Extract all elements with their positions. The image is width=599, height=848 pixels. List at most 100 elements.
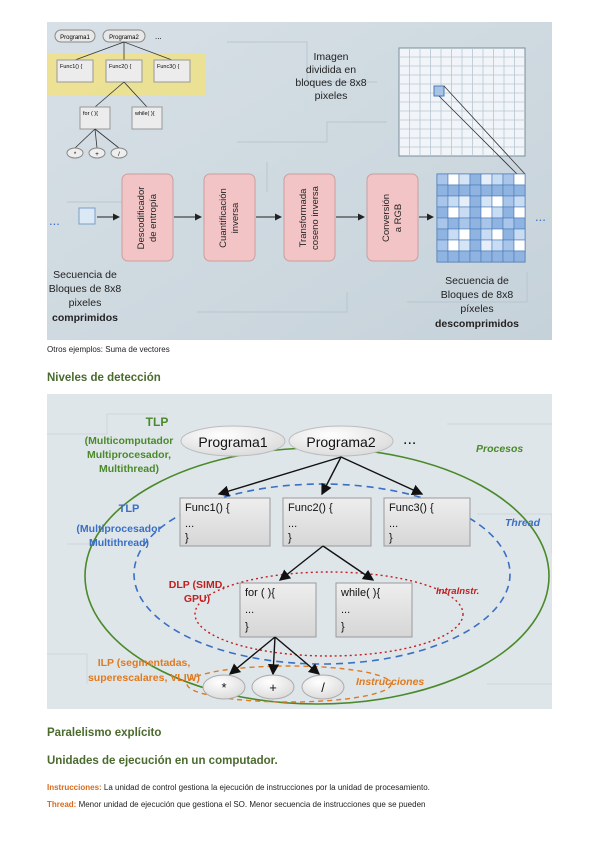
small-prog1: Programa1 — [60, 35, 90, 41]
stage2-line1: Cuantificación — [218, 188, 229, 248]
op2-label: + — [269, 680, 277, 695]
func2-label: Func2() { — [288, 502, 333, 514]
func1-label: Func1() { — [185, 502, 230, 514]
op3-label: / — [321, 680, 325, 695]
func3-label: Func3() { — [389, 502, 434, 514]
instrucciones-ellipse — [186, 665, 392, 703]
pixel-block — [469, 250, 482, 263]
pixel-block — [469, 239, 482, 252]
term-instrucciones: Instrucciones: — [47, 783, 102, 792]
pixel-block — [436, 173, 449, 186]
imagen-line3: bloques de 8x8 — [295, 77, 366, 89]
pixel-block — [491, 195, 504, 208]
stage4-line2: a RGB — [393, 204, 404, 233]
pixel-block — [502, 173, 515, 186]
for-close: } — [245, 621, 249, 633]
pixel-block — [502, 250, 515, 263]
small-func2: Func2() { — [109, 64, 131, 70]
stage1-line2: de entropía — [148, 193, 159, 242]
pixel-block — [458, 195, 471, 208]
pixel-block — [491, 250, 504, 263]
input-label-bold: comprimidos — [52, 312, 118, 324]
pixel-block — [502, 195, 515, 208]
leader-line-2 — [443, 85, 526, 175]
arrow-func2 — [321, 456, 342, 496]
ilp-line2: superescalares, VLIW) — [88, 672, 200, 684]
pixel-block — [469, 206, 482, 219]
arrow-op1 — [228, 636, 276, 675]
right-dots: ... — [535, 209, 546, 224]
func2-box: Func2() { ... } — [282, 497, 372, 547]
output-label-1: Secuencia de — [445, 275, 509, 287]
arrow-op2 — [267, 636, 280, 676]
pixel-block — [513, 228, 526, 241]
programs-dots: ... — [403, 431, 416, 448]
small-op2: + — [95, 152, 99, 158]
arrow-for — [278, 545, 324, 581]
pixel-block — [513, 217, 526, 230]
detection-levels-figure: TLP (Multicomputador Multiprocesador, Mu… — [47, 394, 553, 709]
pixel-block — [491, 173, 504, 186]
pixel-block — [436, 184, 449, 197]
input-label-3: pixeles — [69, 297, 102, 309]
pixel-block — [469, 173, 482, 186]
op1-label: * — [221, 680, 226, 695]
pixel-block — [436, 217, 449, 230]
for-dots: ... — [245, 604, 254, 616]
pixel-block — [491, 228, 504, 241]
programa2-label: Programa2 — [306, 434, 375, 450]
pixel-block — [502, 184, 515, 197]
pixel-block — [458, 173, 471, 186]
figure-caption: Otros ejemplos: Suma de vectores — [47, 345, 170, 354]
small-while: while( ){ — [134, 111, 155, 117]
imagen-line4: pixeles — [315, 90, 348, 102]
pixel-block — [458, 239, 471, 252]
pixel-block — [513, 195, 526, 208]
func1-dots: ... — [185, 518, 194, 530]
func3-box: Func3() { ... } — [383, 497, 471, 547]
input-label-1: Secuencia de — [53, 269, 117, 281]
pixel-block — [513, 184, 526, 197]
pixel-block — [513, 239, 526, 252]
pixel-block — [458, 206, 471, 219]
pixel-block — [480, 217, 493, 230]
pixel-block — [436, 195, 449, 208]
imagen-line2: dividida en — [306, 64, 356, 76]
paragraph-thread: Thread: Menor unidad de ejecución que ge… — [47, 800, 425, 809]
tlp-title: TLP — [146, 415, 169, 429]
while-box: while( ){ ... } — [335, 582, 413, 638]
dlp-line2: GPU) — [184, 593, 210, 605]
highlight-block — [433, 85, 445, 97]
func3-dots: ... — [389, 518, 398, 530]
small-program-tree: Programa1 Programa2 ... Func1() { Func2(… — [54, 29, 191, 159]
pixel-block — [447, 239, 460, 252]
for-box: for ( ){ ... } — [239, 582, 317, 638]
pixel-block — [491, 206, 504, 219]
stage1-line1: Descodificador — [136, 187, 147, 250]
pixel-block — [513, 206, 526, 219]
while-dots: ... — [341, 604, 350, 616]
pixel-block — [447, 250, 460, 263]
small-for: for ( ){ — [83, 111, 98, 117]
arrow-func1 — [217, 456, 342, 497]
small-op1: * — [74, 152, 77, 158]
small-func1: Func1() { — [60, 64, 82, 70]
term-thread: Thread: — [47, 800, 77, 809]
pixel-block — [447, 195, 460, 208]
tlp-sub-2: Multiprocesador, — [87, 449, 171, 461]
imagen-line1: Imagen — [313, 51, 348, 63]
leader-line-1 — [438, 95, 518, 175]
image-grid — [398, 47, 526, 157]
pixel-block — [513, 173, 526, 186]
pixel-block — [491, 217, 504, 230]
intrainstr-ellipse — [194, 571, 464, 657]
output-label-3: píxeles — [460, 303, 493, 315]
pixel-block — [480, 206, 493, 219]
small-prog2: Programa2 — [109, 35, 139, 41]
pixel-block — [458, 217, 471, 230]
tlp2-sub-2: Multithread) — [89, 537, 149, 549]
stage3-line2: coseno inversa — [310, 185, 321, 250]
pixel-block — [480, 250, 493, 263]
dlp-line1: DLP (SIMD, — [169, 579, 225, 591]
tlp-sub-1: (Multicomputador — [85, 435, 174, 447]
